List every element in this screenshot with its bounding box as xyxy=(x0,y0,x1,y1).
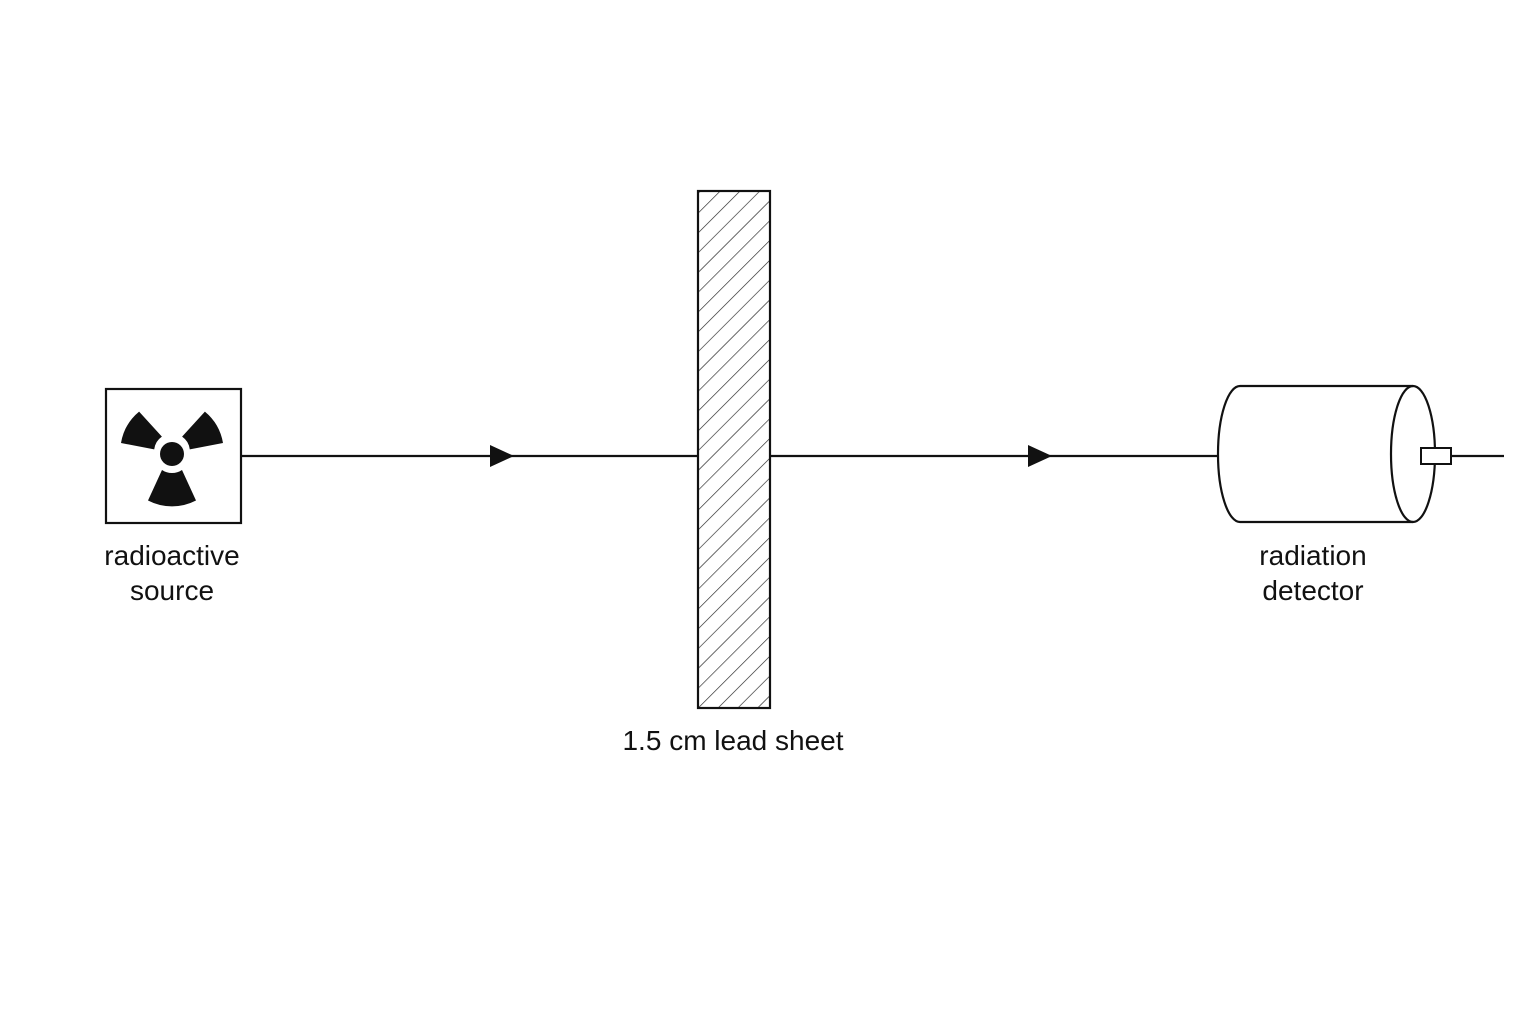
radioactive-source xyxy=(104,387,243,525)
beam-direction-arrow-incident xyxy=(490,445,514,467)
detector-label: radiation detector xyxy=(1213,538,1413,608)
radiation-detector xyxy=(1216,384,1504,524)
detector-label-line2: detector xyxy=(1262,575,1364,606)
source-label-line1: radioactive xyxy=(104,540,240,571)
detector-body xyxy=(1216,384,1437,524)
detector-connector xyxy=(1420,447,1452,465)
lead-sheet xyxy=(696,189,772,710)
source-label: radioactive source xyxy=(72,538,272,608)
detector-label-line1: radiation xyxy=(1259,540,1367,571)
lead-sheet-label: 1.5 cm lead sheet xyxy=(622,725,844,756)
beam-direction-arrow-transmitted xyxy=(1028,445,1052,467)
source-label-line2: source xyxy=(129,575,215,606)
radiation-trefoil-icon xyxy=(121,411,223,507)
detector-end-cap xyxy=(1389,384,1414,524)
